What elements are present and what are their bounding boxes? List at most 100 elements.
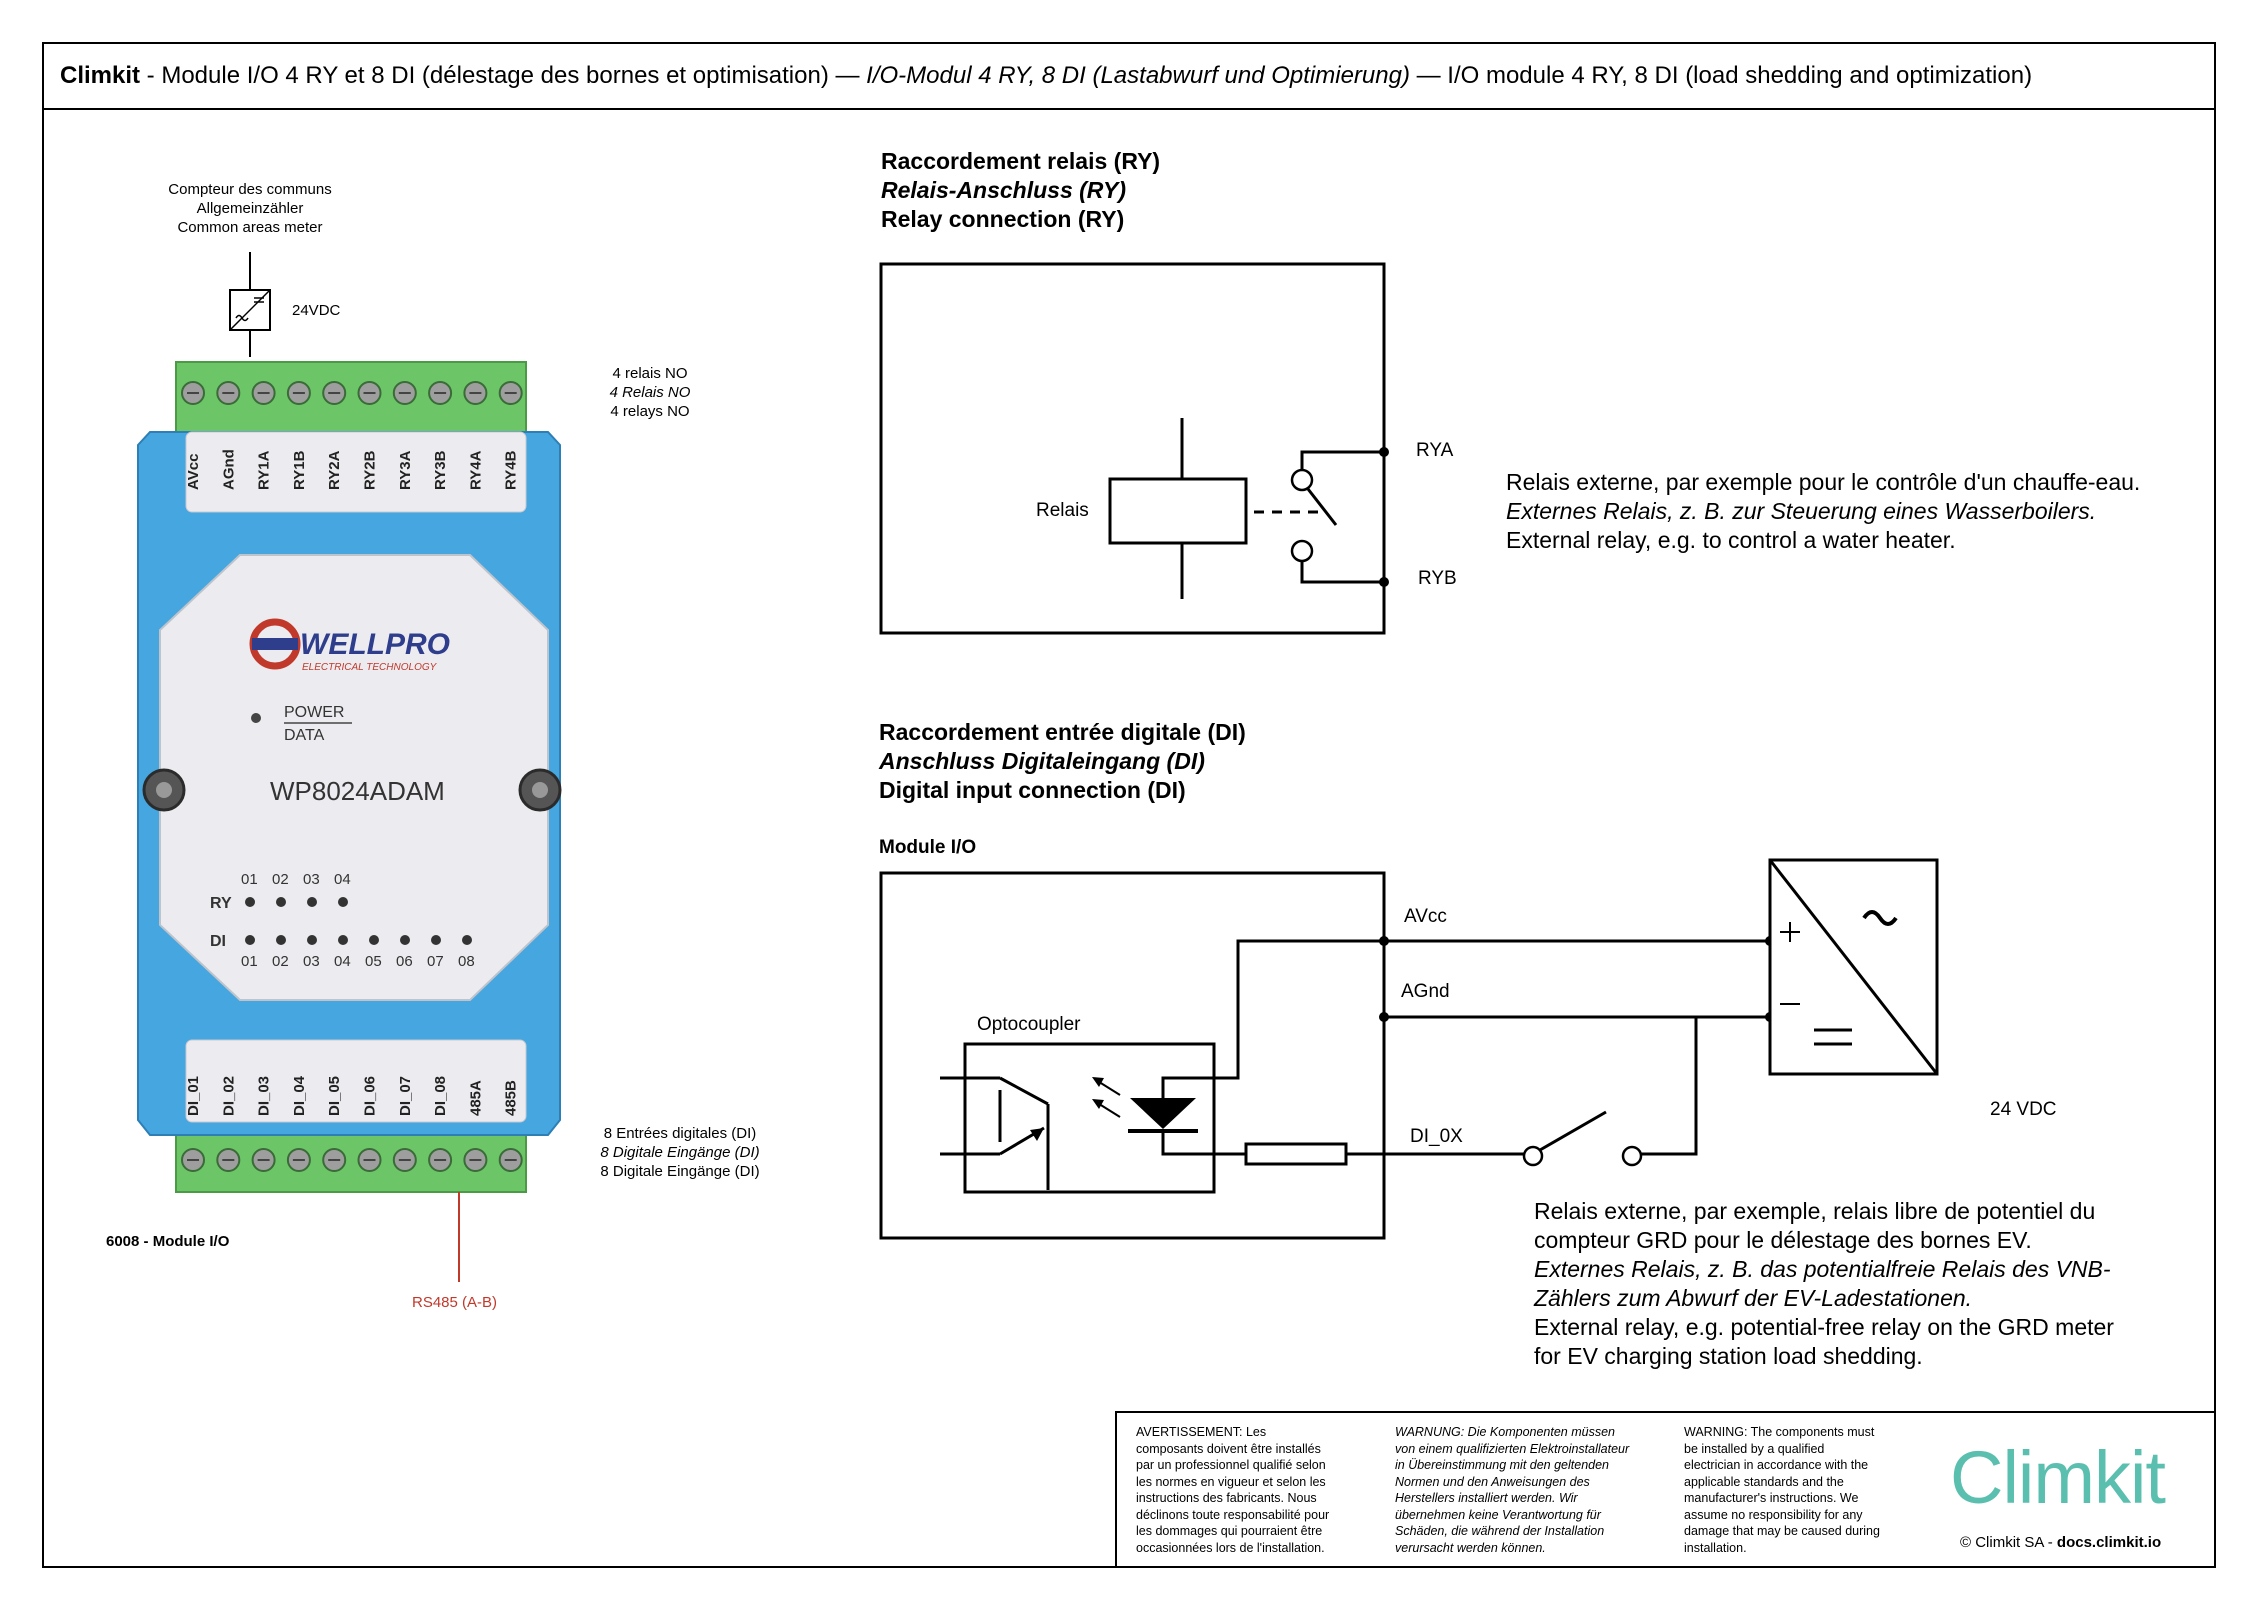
terminal-label: DI_06 <box>362 1076 379 1116</box>
warning-fr-line: les dommages qui pourraient être <box>1136 1524 1323 1538</box>
device-di-number: 01 <box>241 953 258 970</box>
dc-supply-icon <box>1768 858 1939 1076</box>
di-led-icon <box>400 935 410 945</box>
warning-de-line: Normen und den Anweisungen des <box>1395 1474 1590 1489</box>
meter-label-en: Common areas meter <box>177 219 323 236</box>
warning-en-line: manufacturer's instructions. We <box>1684 1491 1859 1505</box>
di-led-icon <box>276 935 286 945</box>
terminal-label: DI_04 <box>291 1075 308 1116</box>
warning-de-line: Herstellers installiert werden. Wir <box>1395 1491 1578 1505</box>
copyright: © Climkit SA - docs.climkit.io <box>1960 1534 2161 1551</box>
warning-de: WARNUNG: Die Komponenten müssen von eine… <box>1395 1424 1655 1556</box>
warning-de-line: in Übereinstimmung mit den geltenden <box>1395 1458 1610 1472</box>
relay-desc-fr: Relais externe, par exemple pour le cont… <box>1506 469 2141 495</box>
climkit-logo: Climkit <box>1950 1436 2166 1519</box>
footer-box <box>1115 1411 2216 1568</box>
relay-heading-en: Relay connection (RY) <box>881 206 1125 232</box>
device-ry-number: 04 <box>334 871 351 888</box>
terminal-label: RY4B <box>503 450 520 490</box>
relays-note-en: 4 relays NO <box>610 403 690 420</box>
device-ry-number: 01 <box>241 871 258 888</box>
warning-en-line: be installed by a qualified <box>1684 1441 1825 1456</box>
meter-voltage: 24VDC <box>292 302 341 319</box>
title-fr: - Module I/O 4 RY et 8 DI (délestage des… <box>140 62 867 89</box>
warning-en-line: assume no responsibility for any <box>1684 1507 1863 1522</box>
terminal-label: RY1A <box>256 450 273 490</box>
warning-fr-line: composants doivent être installés <box>1136 1441 1321 1456</box>
di-module-label: Module I/O <box>879 837 977 858</box>
device-di-number: 03 <box>303 953 320 970</box>
device-status-leds <box>245 897 472 945</box>
title-de: I/O-Modul 4 RY, 8 DI (Lastabwurf und Opt… <box>866 62 1410 89</box>
relay-description: Relais externe, par exemple pour le cont… <box>1506 468 2140 555</box>
rya-label: RYA <box>1416 440 1454 461</box>
device-data-label: DATA <box>284 727 325 744</box>
warning-fr-line: instructions des fabricants. Nous <box>1136 1491 1317 1505</box>
title-en: — I/O module 4 RY, 8 DI (load shedding a… <box>1409 62 2033 89</box>
device-ry-label: RY <box>210 895 232 912</box>
top-terminal-screws <box>181 381 523 405</box>
bottom-terminal-screws <box>181 1148 523 1172</box>
optocoupler-label: Optocoupler <box>977 1014 1081 1035</box>
relay-heading-de: Relais-Anschluss (RY) <box>881 177 1126 203</box>
terminal-label: RY3A <box>397 450 414 490</box>
terminal-label: DI_03 <box>256 1076 273 1116</box>
di-desc-en-1: External relay, e.g. potential-free rela… <box>1534 1314 2114 1340</box>
inputs-note: 8 Entrées digitales (DI) 8 Digitale Eing… <box>590 1124 770 1181</box>
di-desc-de-1: Externes Relais, z. B. das potentialfrei… <box>1534 1256 2111 1282</box>
ryb-label: RYB <box>1418 568 1457 589</box>
ry-led-icon <box>307 897 317 907</box>
terminal-label: 485A <box>467 1080 484 1116</box>
relays-note-fr: 4 relais NO <box>612 365 688 382</box>
device-di-number: 08 <box>458 953 475 970</box>
device-di-number: 02 <box>272 953 289 970</box>
copyright-site[interactable]: docs.climkit.io <box>2056 1534 2162 1551</box>
warning-de-line: übernehmen keine Verantwortung für <box>1395 1507 1601 1522</box>
power-supply-icon <box>229 252 271 357</box>
device-di-number: 07 <box>427 953 444 970</box>
di-led-icon <box>431 935 441 945</box>
di-desc-en-2: for EV charging station load shedding. <box>1534 1343 1923 1369</box>
relays-note-de: 4 Relais NO <box>609 384 691 401</box>
di-desc-fr-1: Relais externe, par exemple, relais libr… <box>1534 1198 2096 1224</box>
terminal-label: DI_07 <box>397 1076 414 1116</box>
supply-voltage-label: 24 VDC <box>1990 1099 2057 1120</box>
warning-en-line: damage that may be caused during <box>1684 1524 1880 1538</box>
warning-en-line: WARNING: The components must <box>1684 1425 1875 1439</box>
device-brand-sub: ELECTRICAL TECHNOLOGY <box>302 662 438 673</box>
di-led-icon <box>462 935 472 945</box>
device-di-number: 06 <box>396 953 413 970</box>
di-heading: Raccordement entrée digitale (DI) Anschl… <box>879 718 1246 805</box>
terminal-label: AVcc <box>185 454 202 490</box>
device-brand: WELLPRO <box>300 628 450 661</box>
terminal-label: RY1B <box>291 450 308 490</box>
warning-de-line: von einem qualifizierten Elektroinstalla… <box>1395 1441 1630 1456</box>
avcc-label: AVcc <box>1404 906 1447 927</box>
warning-en-line: electrician in accordance with the <box>1684 1458 1869 1472</box>
warning-fr-line: déclinons toute responsabilité pour <box>1136 1507 1330 1522</box>
relay-coil-label: Relais <box>1036 500 1089 521</box>
warning-fr-line: AVERTISSEMENT: Les <box>1136 1425 1267 1439</box>
module-caption: 6008 - Module I/O <box>106 1233 230 1250</box>
ry-led-icon <box>338 897 348 907</box>
title-brand: Climkit <box>60 62 141 89</box>
warning-de-line: WARNUNG: Die Komponenten müssen <box>1395 1425 1615 1439</box>
di-description: Relais externe, par exemple, relais libr… <box>1534 1197 2114 1371</box>
device-ry-number: 03 <box>303 871 320 888</box>
relay-diagram <box>879 262 1389 635</box>
warning-de-line: verursacht werden können. <box>1395 1540 1546 1555</box>
warning-fr-line: occasionnées lors de l'installation. <box>1136 1540 1325 1555</box>
terminal-label: DI_01 <box>185 1076 202 1116</box>
device-di-label: DI <box>210 933 226 950</box>
terminal-label: RY3B <box>432 450 449 490</box>
ry-led-icon <box>245 897 255 907</box>
warning-fr: AVERTISSEMENT: Les composants doivent êt… <box>1136 1424 1368 1556</box>
page-frame <box>42 42 2216 1568</box>
terminal-label: DI_02 <box>220 1076 237 1116</box>
di0x-label: DI_0X <box>1410 1126 1463 1147</box>
di-heading-en: Digital input connection (DI) <box>879 777 1186 803</box>
terminal-label: 485B <box>503 1080 520 1116</box>
di-led-icon <box>245 935 255 945</box>
